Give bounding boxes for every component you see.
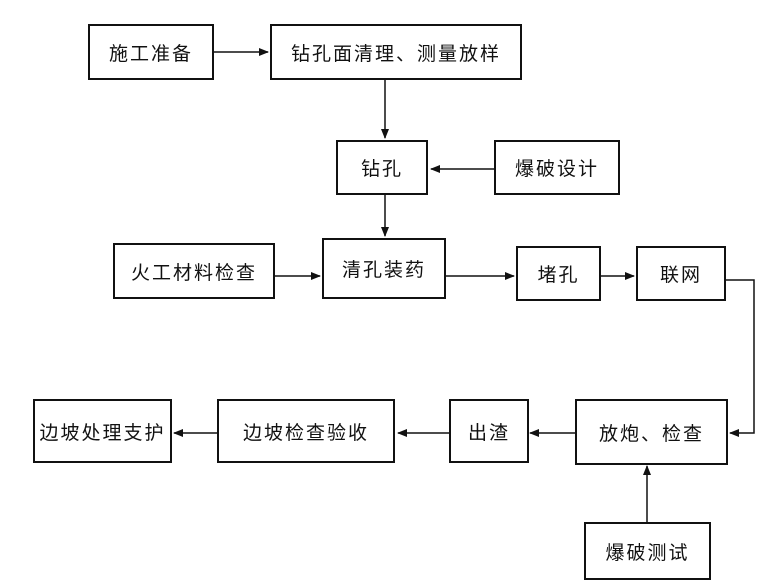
node-construction-prep: 施工准备: [88, 24, 214, 80]
arrow-network-to-fire: [726, 279, 755, 437]
node-fire-check: 放炮、检查: [575, 399, 728, 465]
node-plugging: 堵孔: [516, 246, 601, 301]
node-networking: 联网: [636, 246, 726, 301]
node-blast-design: 爆破设计: [494, 140, 620, 195]
node-drilling: 钻孔: [336, 140, 428, 195]
node-material-check: 火工材料检查: [113, 243, 275, 299]
node-mucking: 出渣: [449, 399, 529, 463]
node-clear-load: 清孔装药: [322, 238, 446, 299]
node-slope-support: 边坡处理支护: [33, 399, 172, 463]
node-slope-acceptance: 边坡检查验收: [217, 399, 395, 463]
node-clean-survey: 钻孔面清理、测量放样: [270, 24, 522, 80]
node-blast-test: 爆破测试: [584, 522, 711, 580]
